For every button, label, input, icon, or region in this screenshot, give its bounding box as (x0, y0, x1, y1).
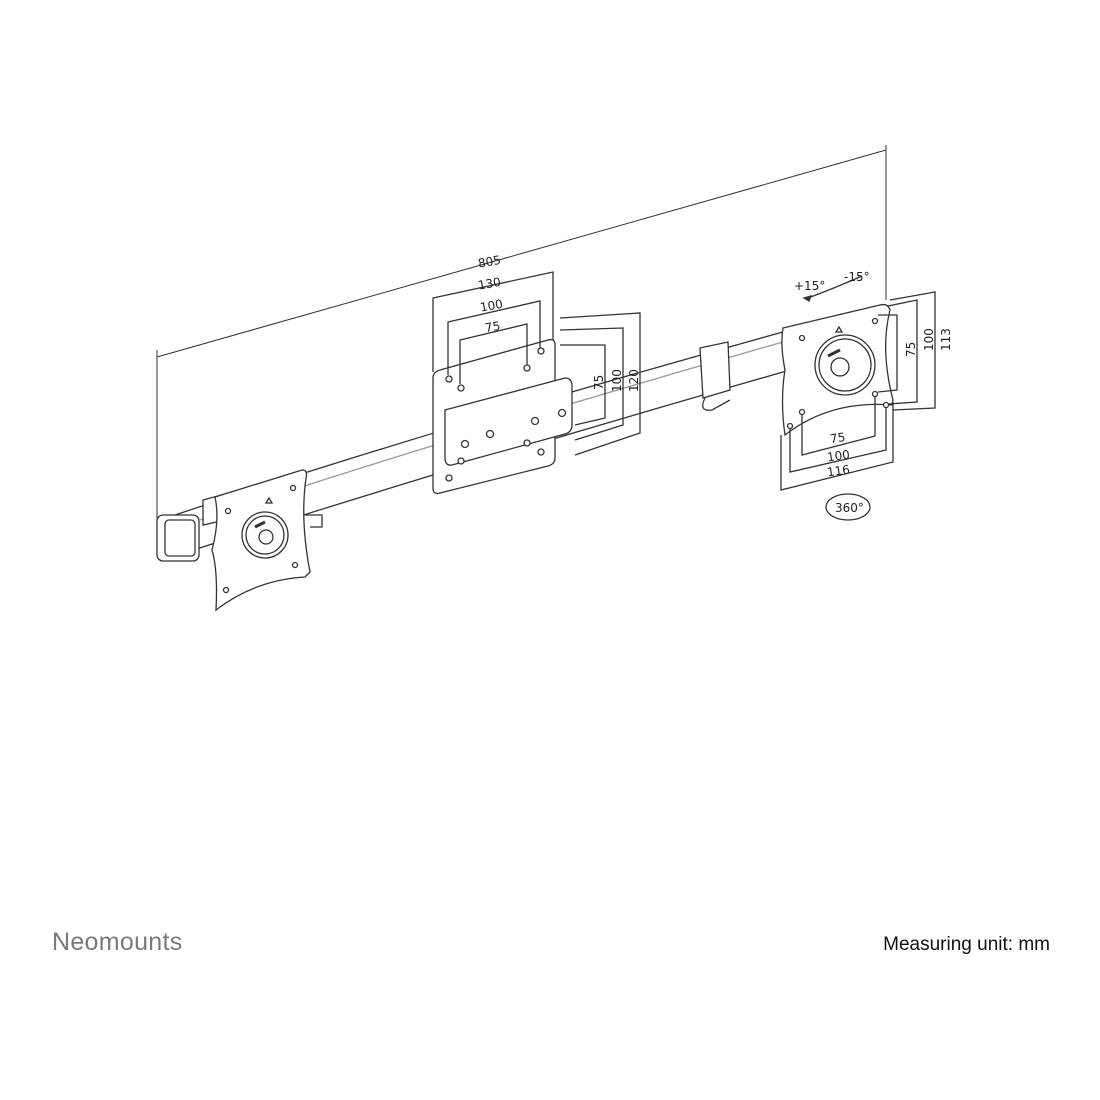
dim-right-h100: 100 (922, 328, 936, 351)
cable-clip (699, 341, 731, 411)
right-vesa-plate (780, 275, 936, 521)
dim-center-h75: 75 (592, 375, 606, 390)
dim-center-75: 75 (484, 319, 501, 335)
left-vesa-plate (202, 469, 323, 612)
dim-center-130: 130 (477, 275, 502, 293)
measuring-unit-note: Measuring unit: mm (883, 934, 1050, 955)
tilt-minus-label: -15° (844, 270, 870, 284)
dim-right-w100: 100 (826, 447, 851, 464)
overall-dimension (156, 145, 887, 540)
dim-center-100: 100 (479, 297, 504, 315)
center-plate (432, 271, 641, 495)
dim-center-h120: 120 (627, 369, 641, 392)
dim-right-w75: 75 (829, 430, 846, 446)
end-cap (156, 514, 200, 562)
brand-logo: Neomounts (52, 928, 183, 956)
dim-right-h113: 113 (939, 328, 953, 351)
dim-center-h100: 100 (610, 369, 624, 392)
plate-holes (445, 347, 567, 482)
tilt-plus-label: +15° (794, 279, 825, 293)
dim-right-w116: 116 (826, 462, 851, 479)
dim-overall: 805 (477, 253, 502, 271)
rotation-label: 360° (835, 501, 864, 515)
dim-right-h75: 75 (904, 342, 918, 357)
